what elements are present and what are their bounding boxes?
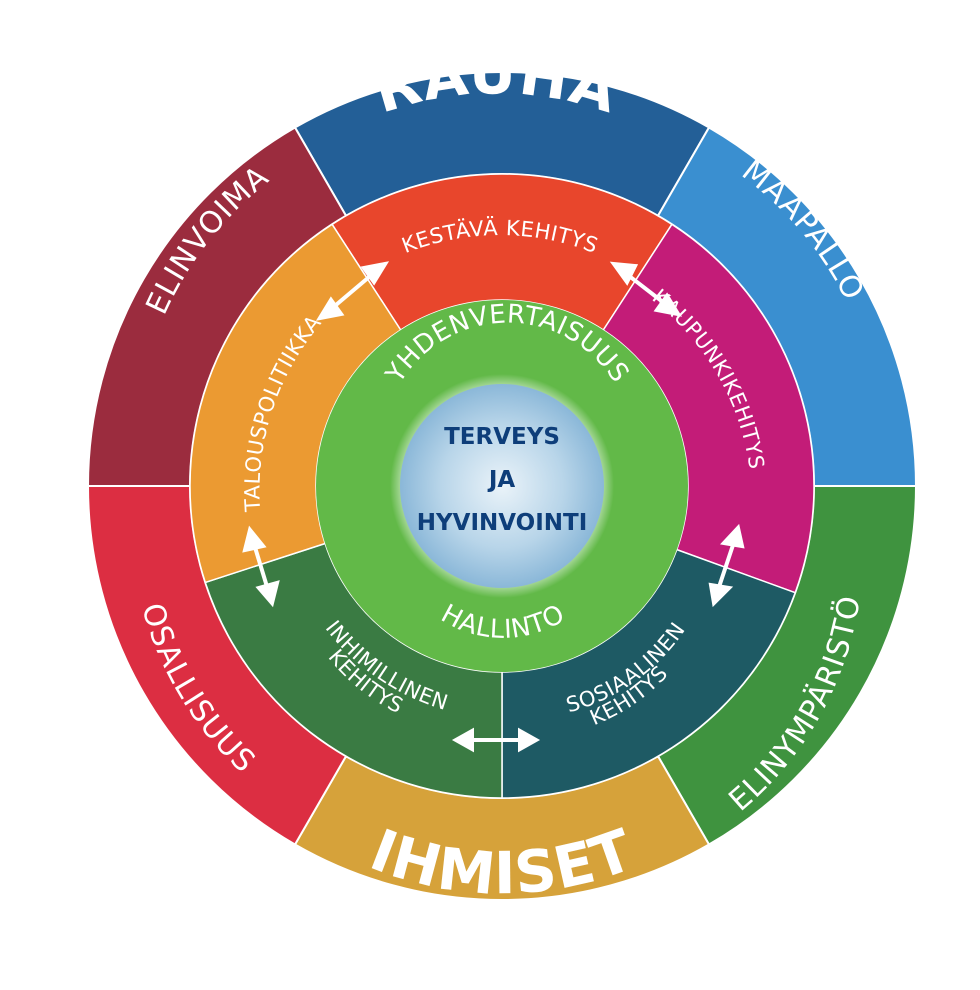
core-line-1: TERVEYS bbox=[444, 424, 560, 450]
core-circle bbox=[400, 384, 604, 588]
middle-ring bbox=[189, 173, 815, 799]
arrow-talous-kestava bbox=[315, 261, 390, 321]
middle-segment-inhimillinen bbox=[204, 542, 503, 799]
arrow-inhimillinen-sosiaalinen bbox=[451, 727, 541, 753]
arrow-kestava-kaupunki bbox=[609, 261, 683, 317]
core-line-3: HYVINVOINTI bbox=[417, 510, 588, 536]
arrow-kaupunki-sosiaalinen bbox=[708, 523, 745, 608]
core-line-2: JA bbox=[487, 467, 516, 493]
arrow-talous-inhimillinen bbox=[242, 525, 280, 608]
